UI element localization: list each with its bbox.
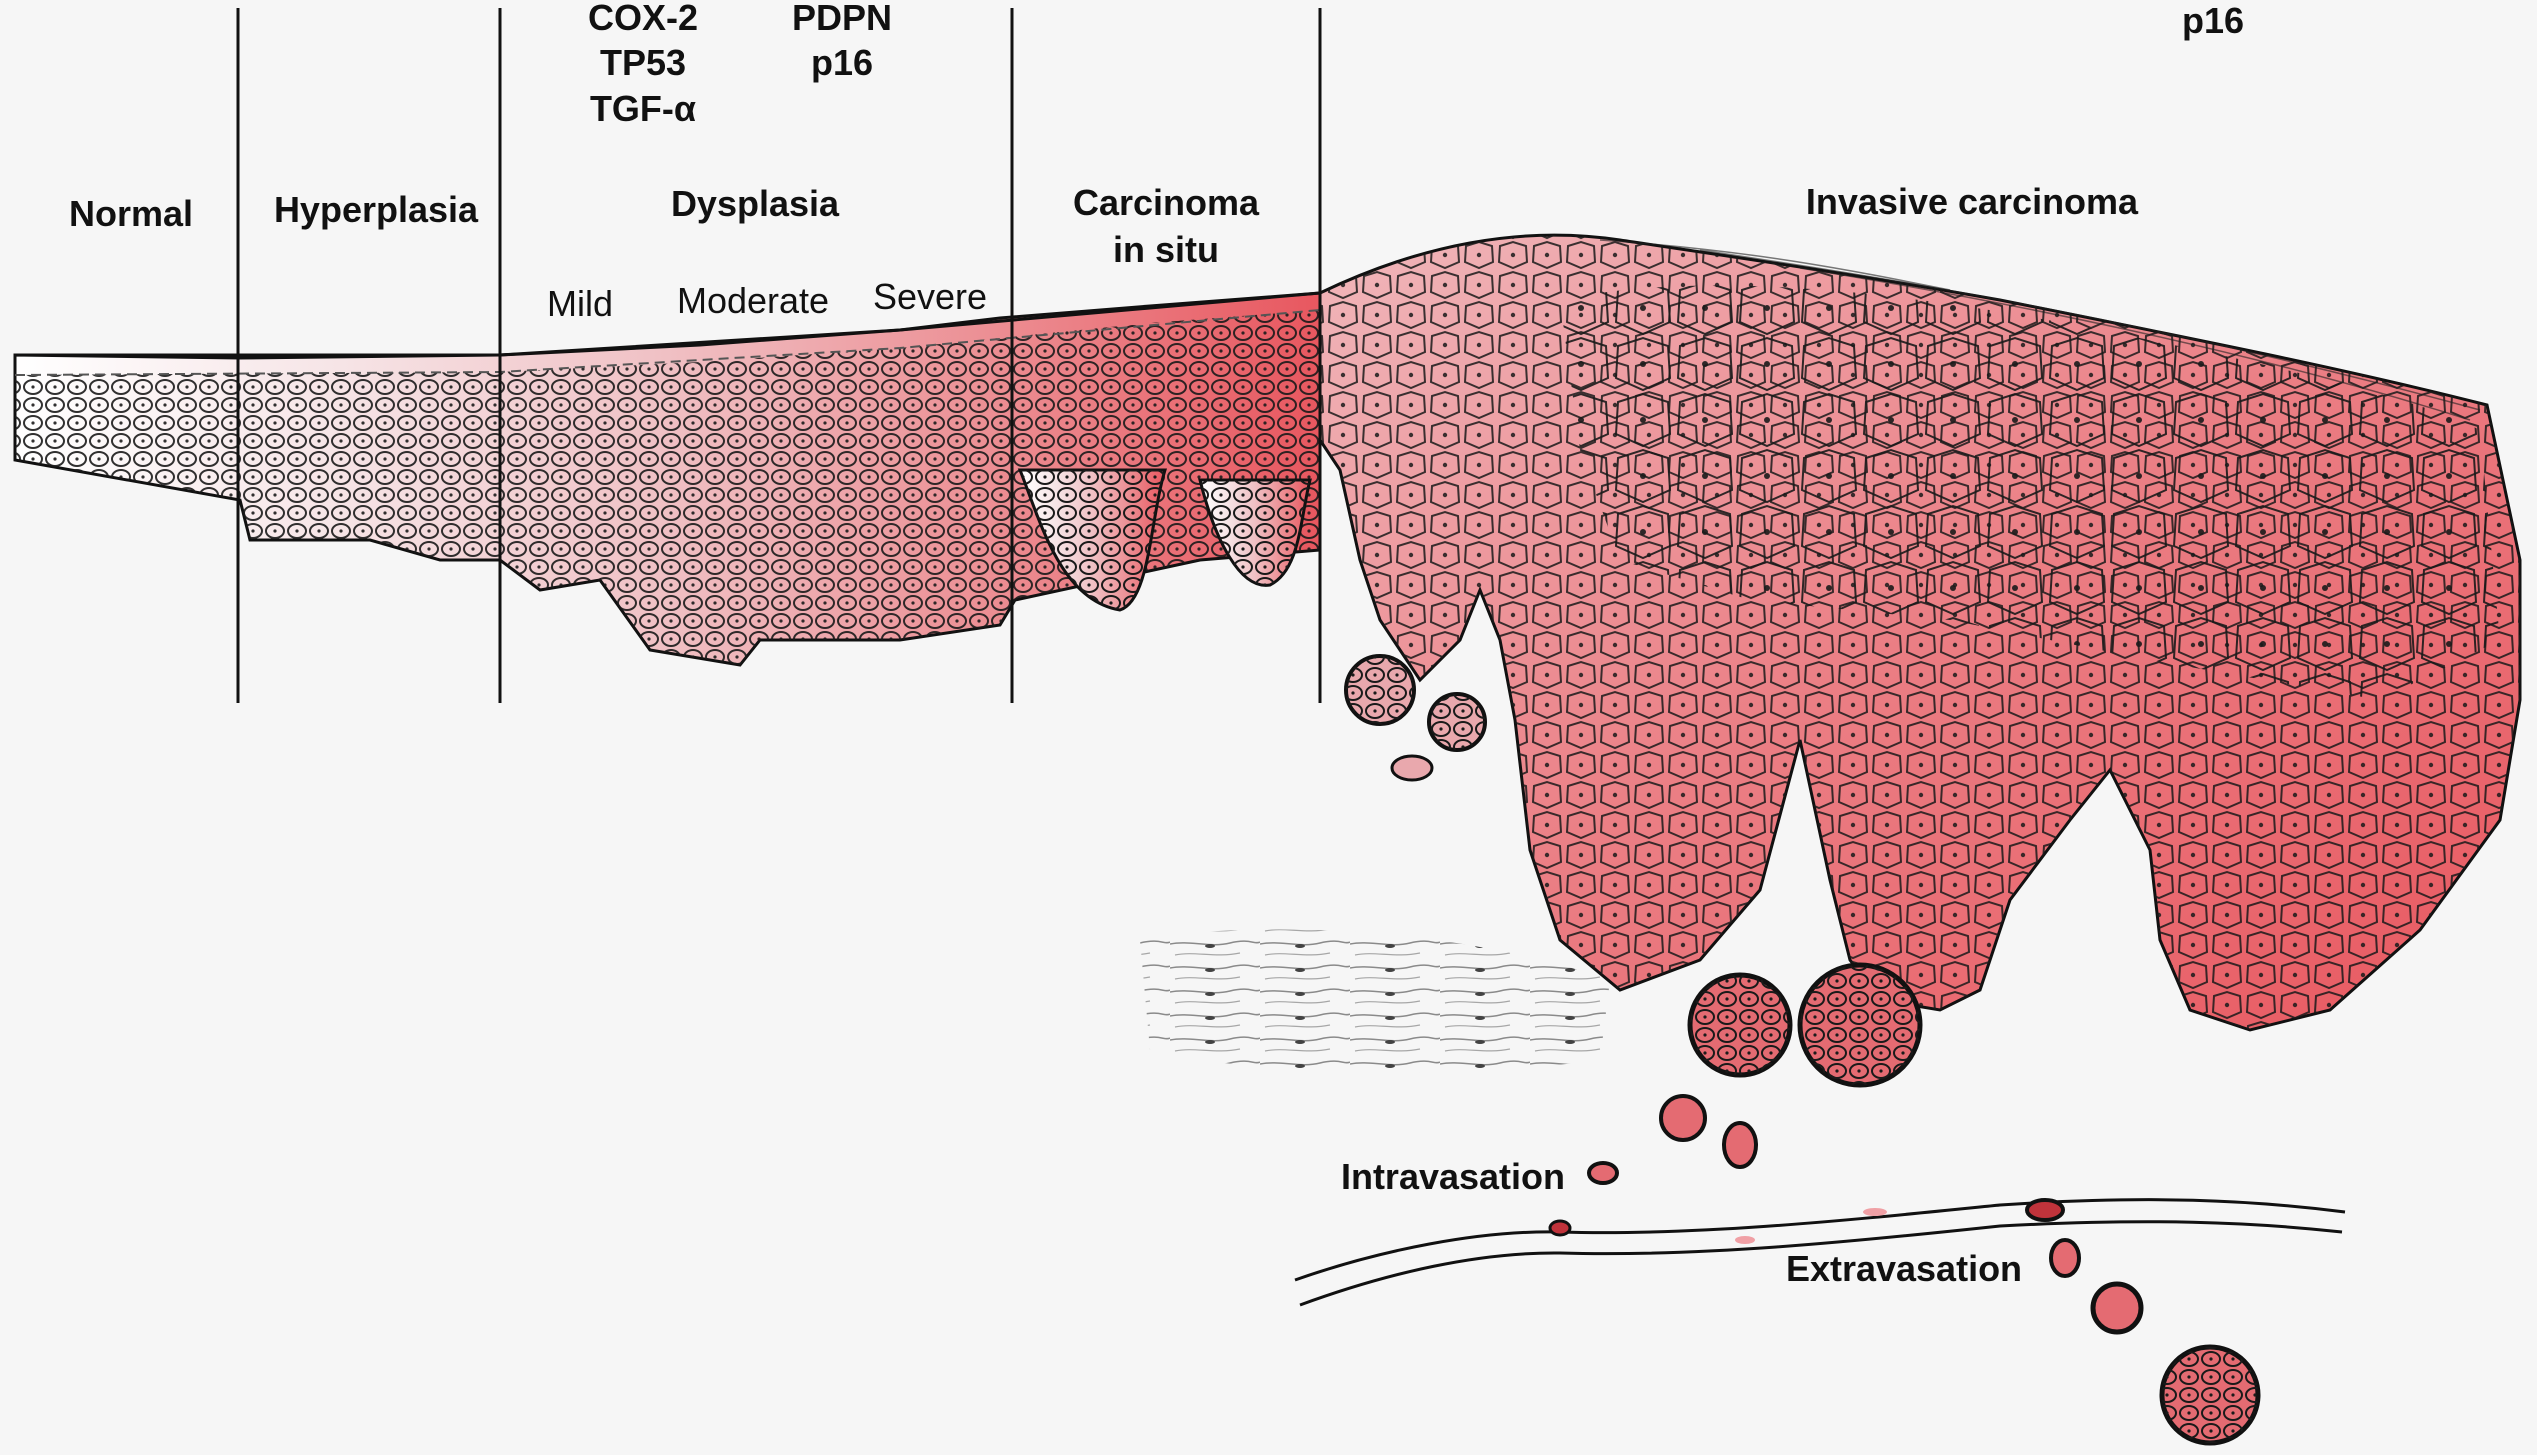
grade-mild-label: Mild	[547, 283, 613, 324]
grade-severe-label: Severe	[873, 276, 987, 317]
stage-cis-label-line1: Carcinoma	[1073, 182, 1260, 223]
cluster-invasion-2	[1800, 965, 1920, 1085]
marker-pdpn: PDPN	[792, 0, 892, 38]
cell-in-vessel-3	[1863, 1208, 1887, 1216]
stage-labels: Normal Hyperplasia Dysplasia Carcinoma i…	[69, 181, 2139, 270]
cluster-invasion-4	[1724, 1123, 1756, 1167]
stage-cis-label-line2: in situ	[1113, 229, 1219, 270]
cluster-extravasation-2	[2093, 1284, 2141, 1332]
cluster-extravasation-1	[2051, 1240, 2079, 1276]
cluster-metastatic	[2162, 1347, 2258, 1443]
stroma-fibers	[1140, 929, 1610, 1072]
marker-tp53: TP53	[600, 42, 686, 83]
extravasation-label: Extravasation	[1786, 1248, 2022, 1289]
invasive-tumor-mass	[1320, 235, 2520, 1030]
cluster-near-cis-2	[1429, 694, 1485, 750]
dysplasia-grade-labels: Mild Moderate Severe	[547, 276, 987, 324]
cluster-invasion-1	[1690, 975, 1790, 1075]
cell-in-vessel-1	[1550, 1221, 1570, 1235]
marker-cox2: COX-2	[588, 0, 698, 38]
stage-dysplasia-label: Dysplasia	[671, 183, 840, 224]
epithelium-band	[15, 293, 1320, 665]
marker-p16-dysplasia: p16	[811, 42, 873, 83]
intravasation-label: Intravasation	[1341, 1156, 1565, 1197]
stage-hyperplasia-label: Hyperplasia	[274, 189, 479, 230]
marker-tgf-alpha: TGF-α	[590, 88, 696, 129]
grade-moderate-label: Moderate	[677, 280, 829, 321]
cluster-intravasation	[1589, 1163, 1617, 1183]
cell-in-vessel-4	[2027, 1200, 2063, 1220]
cell-in-vessel-2	[1735, 1236, 1755, 1244]
marker-p16-invasive: p16	[2182, 0, 2244, 41]
cluster-invasion-3	[1661, 1096, 1705, 1140]
stage-normal-label: Normal	[69, 193, 193, 234]
stage-invasive-label: Invasive carcinoma	[1806, 181, 2139, 222]
process-labels: Intravasation Extravasation	[1341, 1156, 2022, 1289]
cluster-near-cis-1	[1346, 656, 1414, 724]
marker-labels: COX-2 TP53 TGF-α PDPN p16 p16	[588, 0, 2244, 129]
cluster-near-cis-3	[1392, 756, 1432, 780]
